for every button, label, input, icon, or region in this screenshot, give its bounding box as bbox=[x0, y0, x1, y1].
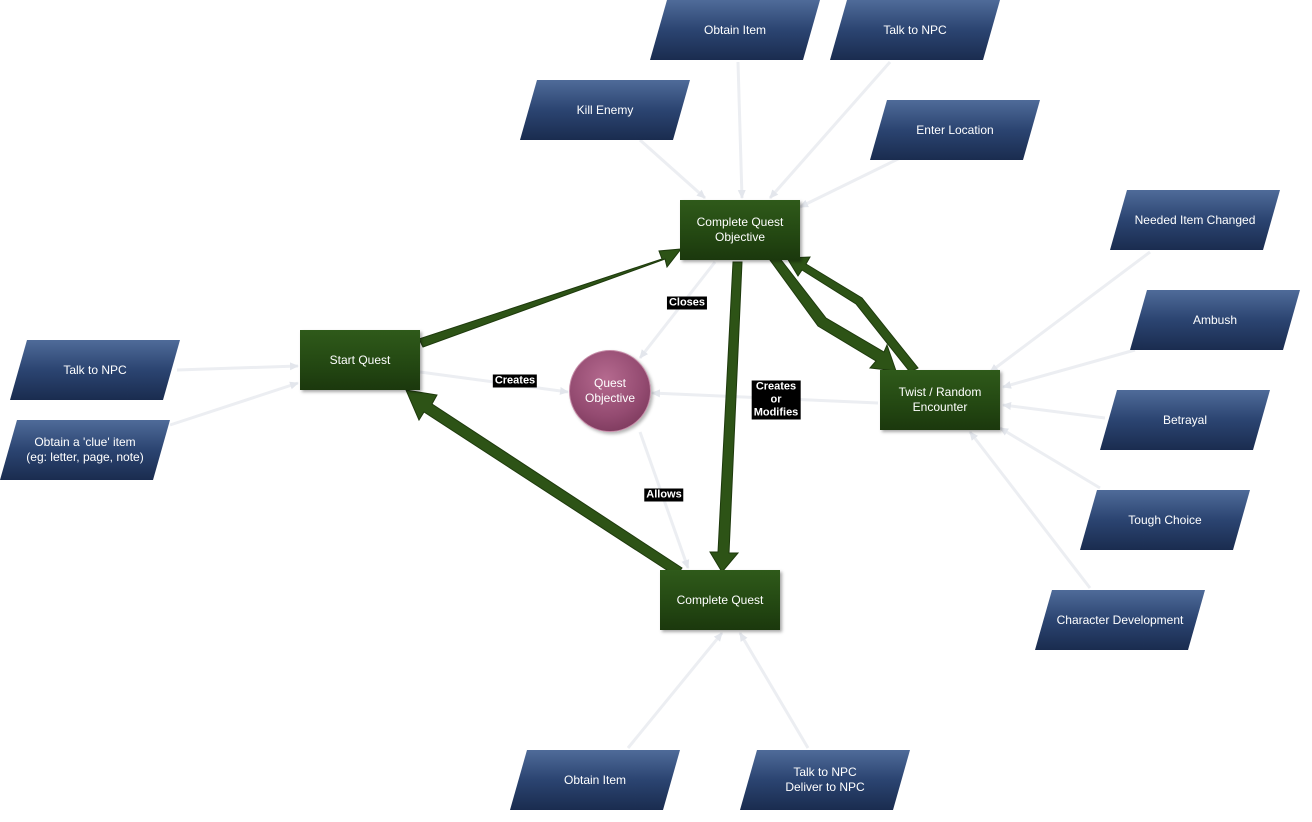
connector-ambush bbox=[1002, 348, 1136, 389]
betrayal-node[interactable]: Betrayal bbox=[1100, 390, 1270, 450]
complete-objective-node[interactable]: Complete Quest Objective bbox=[680, 200, 800, 260]
connector-objective-to-complete-objective bbox=[638, 261, 717, 359]
edge-label-creates-or-modifies: Creates or Modifies bbox=[751, 380, 801, 420]
arrow-complete-to-start bbox=[405, 389, 683, 577]
main-arrows bbox=[405, 248, 919, 577]
talk-npc-top-node[interactable]: Talk to NPC bbox=[830, 0, 1000, 60]
edge-label-allows: Allows bbox=[644, 488, 684, 502]
needed-item-changed-node[interactable]: Needed Item Changed bbox=[1110, 190, 1280, 250]
connector-betrayal bbox=[1002, 402, 1106, 420]
enter-location-node[interactable]: Enter Location bbox=[870, 100, 1040, 160]
betrayal-label: Betrayal bbox=[1162, 412, 1208, 427]
connector-talk-npc-left bbox=[176, 362, 299, 372]
arrow-start-to-objective bbox=[418, 248, 683, 348]
twist-encounter-label: Twist / Random Encounter bbox=[898, 385, 982, 414]
quest-objective-node[interactable]: Quest Objective bbox=[569, 350, 651, 432]
connector-character-dev bbox=[968, 431, 1092, 589]
arrow-objective-to-complete bbox=[709, 261, 743, 573]
talk-deliver-npc-label: Talk to NPC Deliver to NPC bbox=[785, 765, 865, 794]
connector-tough-choice bbox=[999, 426, 1101, 490]
complete-objective-label: Complete Quest Objective bbox=[696, 215, 784, 244]
light-connectors bbox=[169, 61, 1151, 749]
connector-talk-deliver bbox=[738, 632, 810, 749]
kill-enemy-node[interactable]: Kill Enemy bbox=[520, 80, 690, 140]
talk-deliver-npc-node[interactable]: Talk to NPC Deliver to NPC bbox=[740, 750, 910, 810]
start-quest-label: Start Quest bbox=[329, 352, 391, 367]
kill-enemy-label: Kill Enemy bbox=[576, 102, 634, 117]
talk-npc-top-label: Talk to NPC bbox=[883, 22, 947, 37]
connector-obtain-item-top bbox=[736, 61, 746, 199]
connector-needed-item bbox=[989, 250, 1151, 374]
connector-obtain-clue bbox=[169, 381, 299, 427]
obtain-clue-label: Obtain a 'clue' item (eg: letter, page, … bbox=[26, 435, 144, 464]
needed-item-changed-label: Needed Item Changed bbox=[1134, 212, 1256, 227]
obtain-item-bottom-label: Obtain Item bbox=[563, 772, 627, 787]
character-development-label: Character Development bbox=[1056, 612, 1184, 627]
obtain-item-bottom-node[interactable]: Obtain Item bbox=[510, 750, 680, 810]
tough-choice-label: Tough Choice bbox=[1128, 512, 1202, 527]
obtain-clue-node[interactable]: Obtain a 'clue' item (eg: letter, page, … bbox=[0, 420, 170, 480]
arrow-objective-to-twist bbox=[769, 255, 897, 372]
connector-kill-enemy bbox=[639, 138, 706, 200]
arrow-twist-to-objective bbox=[786, 256, 919, 373]
edge-label-closes: Closes bbox=[666, 296, 708, 310]
connector-obtain-item-bottom bbox=[626, 632, 724, 749]
connector-talk-npc-top bbox=[768, 61, 892, 199]
talk-npc-left-node[interactable]: Talk to NPC bbox=[10, 340, 180, 400]
obtain-item-top-node[interactable]: Obtain Item bbox=[650, 0, 820, 60]
talk-npc-left-label: Talk to NPC bbox=[63, 362, 127, 377]
twist-encounter-node[interactable]: Twist / Random Encounter bbox=[880, 370, 1000, 430]
complete-quest-label: Complete Quest bbox=[676, 592, 764, 607]
ambush-node[interactable]: Ambush bbox=[1130, 290, 1300, 350]
quest-objective-label: Quest Objective bbox=[584, 376, 636, 405]
edge-label-creates: Creates bbox=[492, 374, 538, 388]
start-quest-node[interactable]: Start Quest bbox=[300, 330, 420, 390]
enter-location-label: Enter Location bbox=[916, 122, 994, 137]
complete-quest-node[interactable]: Complete Quest bbox=[660, 570, 780, 630]
ambush-label: Ambush bbox=[1192, 312, 1238, 327]
tough-choice-node[interactable]: Tough Choice bbox=[1080, 490, 1250, 550]
character-development-node[interactable]: Character Development bbox=[1035, 590, 1205, 650]
obtain-item-top-label: Obtain Item bbox=[703, 22, 767, 37]
connector-enter-location bbox=[799, 156, 901, 209]
